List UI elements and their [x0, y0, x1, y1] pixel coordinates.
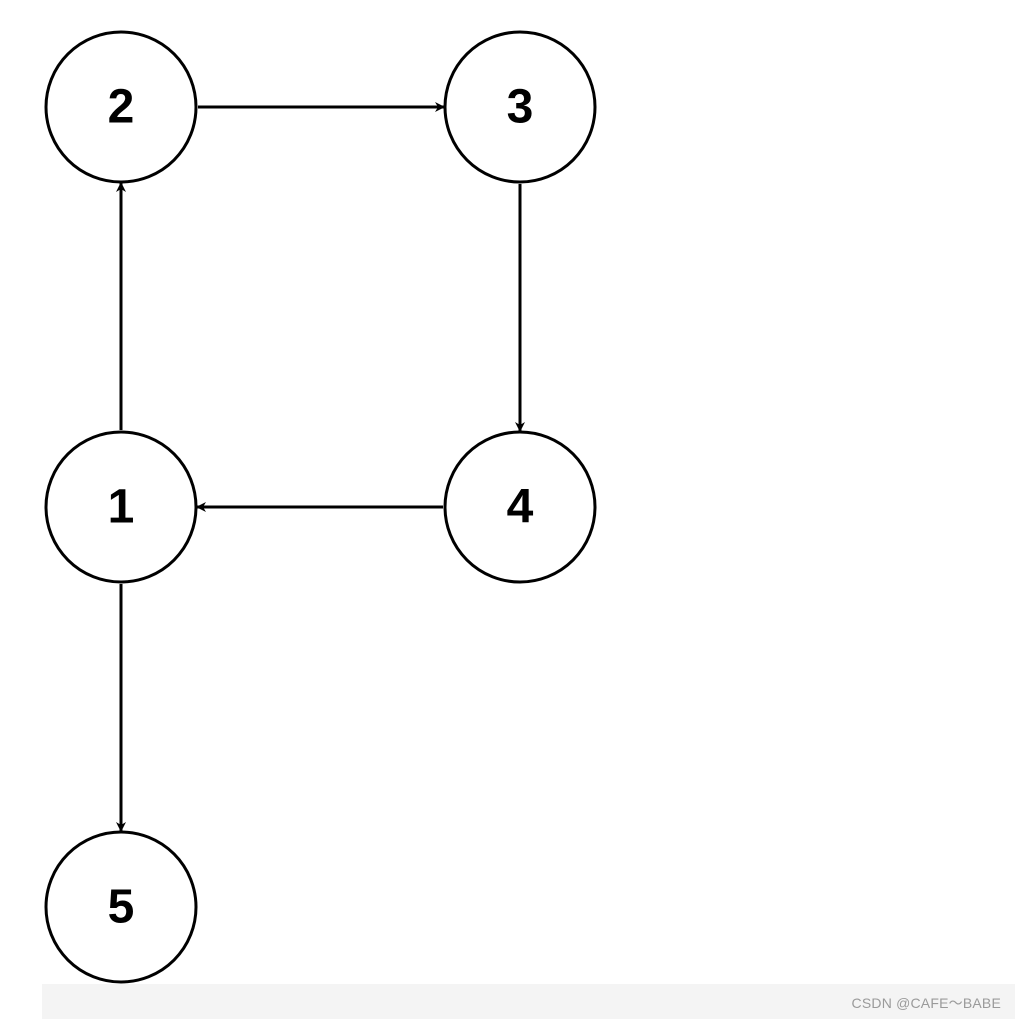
node-5: 5 — [44, 830, 198, 984]
node-label: 5 — [108, 881, 135, 934]
node-circle — [443, 30, 597, 184]
node-3: 3 — [443, 30, 597, 184]
node-4: 4 — [443, 430, 597, 584]
node-circle — [44, 830, 198, 984]
node-2: 2 — [44, 30, 198, 184]
node-circle — [44, 30, 198, 184]
node-circle — [44, 430, 198, 584]
node-label: 4 — [507, 481, 534, 534]
nodes-layer: 1 2 3 4 5 — [44, 30, 597, 984]
watermark-text: CSDN @CAFE～BABE — [851, 995, 1001, 1011]
node-label: 1 — [108, 481, 135, 534]
node-circle — [443, 430, 597, 584]
node-label: 2 — [108, 81, 135, 134]
watermark-bar: CSDN @CAFE～BABE — [42, 984, 1015, 1019]
node-1: 1 — [44, 430, 198, 584]
edges-layer — [116, 102, 525, 832]
node-label: 3 — [507, 81, 534, 134]
